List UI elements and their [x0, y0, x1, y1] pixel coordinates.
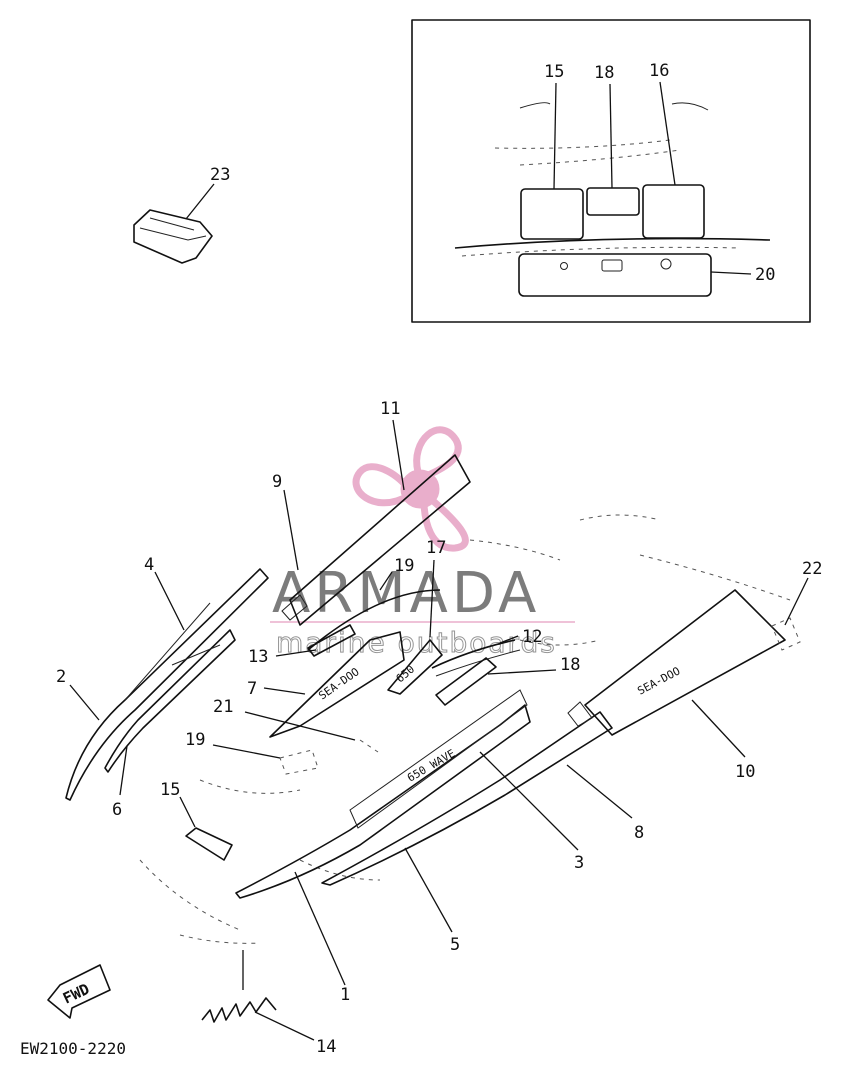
- part-18: 18: [435, 655, 580, 706]
- decal-18-inset: [586, 187, 640, 216]
- callout-7: 7: [247, 679, 257, 699]
- inset-panel: 15 18 16 20: [411, 19, 811, 323]
- callout-14: 14: [316, 1037, 336, 1057]
- callout-1: 1: [340, 985, 350, 1005]
- pink-propeller-logo: [352, 426, 469, 552]
- callout-19-b: 19: [185, 730, 205, 750]
- plate-20: [518, 253, 712, 297]
- callout-22: 22: [802, 559, 822, 579]
- part-23-pad: 23: [133, 165, 230, 264]
- callout-13: 13: [248, 647, 268, 667]
- decal-15-inset: [520, 188, 584, 240]
- part-13: 13: [248, 624, 356, 667]
- fwd-arrow: FWD: [47, 964, 111, 1019]
- callout-20: 20: [755, 265, 775, 285]
- callout-3: 3: [574, 853, 584, 873]
- callout-4: 4: [144, 555, 154, 575]
- callout-15-b: 15: [160, 780, 180, 800]
- callout-16: 16: [649, 61, 669, 81]
- decal-16-inset: [642, 184, 705, 239]
- callout-6: 6: [112, 800, 122, 820]
- part-14-decal: 14: [201, 950, 336, 1057]
- part-22: 22: [771, 559, 822, 651]
- callout-12: 12: [522, 627, 542, 647]
- watermark-subtitle: marine outboards: [276, 626, 557, 659]
- callout-5: 5: [450, 935, 460, 955]
- svg-text:SEA-DOO: SEA-DOO: [635, 664, 682, 697]
- callout-19: 19: [394, 556, 414, 576]
- callout-8: 8: [634, 823, 644, 843]
- callout-18-b: 18: [560, 655, 580, 675]
- watermark-title: ARMADA: [272, 561, 540, 626]
- part-12: 12: [431, 627, 542, 677]
- part-11-stripe: 11 9: [272, 399, 471, 626]
- callout-18: 18: [594, 63, 614, 83]
- fwd-label: FWD: [60, 980, 92, 1008]
- callout-17: 17: [426, 538, 446, 558]
- part-19-pad: 19: [185, 730, 319, 775]
- hull-outline: [139, 514, 791, 944]
- part-10-stripe: SEA-DOO 10: [584, 589, 786, 782]
- callout-11: 11: [380, 399, 400, 419]
- part-5-stripe: 5 8: [321, 701, 644, 955]
- drawing-code: EW2100-2220: [20, 1039, 126, 1058]
- callout-10: 10: [735, 762, 755, 782]
- part-17: 650 17: [387, 538, 446, 695]
- callout-2: 2: [56, 667, 66, 687]
- callout-21: 21: [213, 697, 233, 717]
- callout-9: 9: [272, 472, 282, 492]
- part-2-stripe: 2 6 4: [56, 555, 269, 820]
- part-19-arc: 19: [307, 556, 441, 651]
- callout-23: 23: [210, 165, 230, 185]
- part-15-pad: 15: [160, 780, 233, 861]
- watermark: ARMADA marine outboards: [270, 426, 575, 660]
- part-21: 21: [213, 697, 379, 753]
- inset-frame: [411, 19, 811, 323]
- callout-15: 15: [544, 62, 564, 82]
